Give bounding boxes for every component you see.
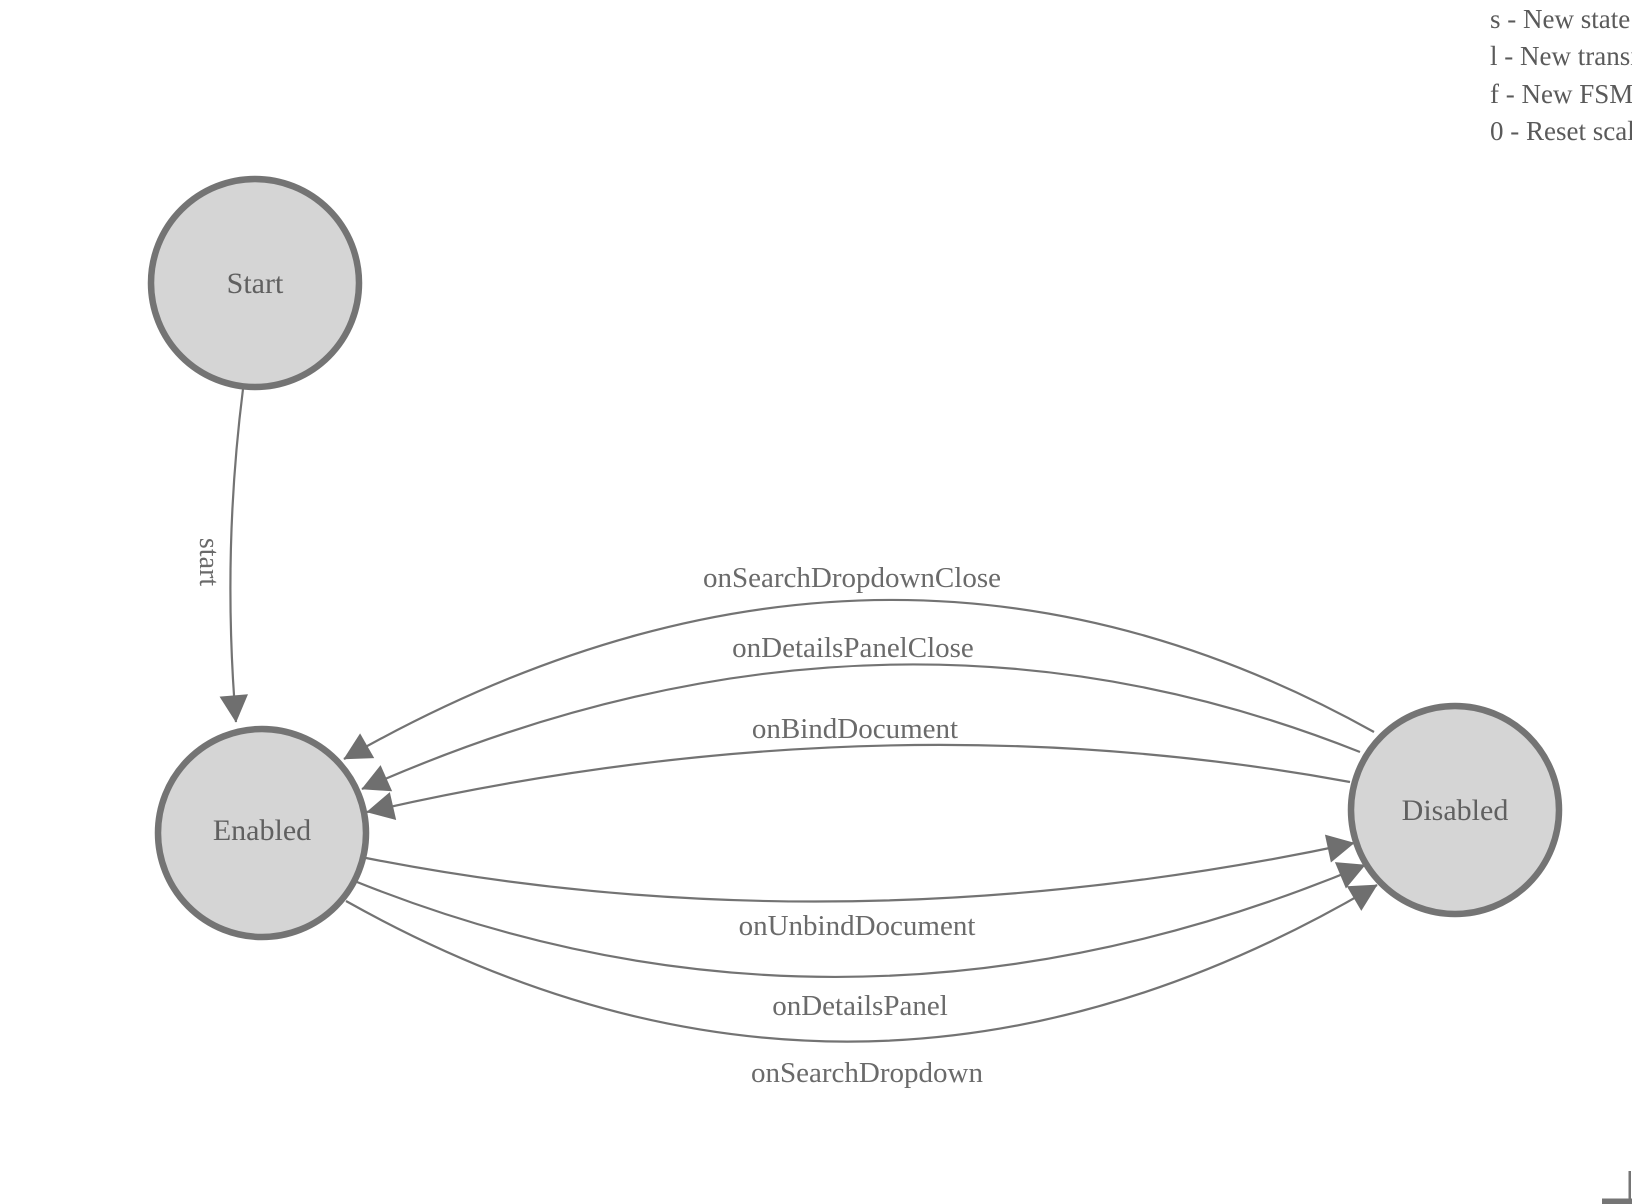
edge-onsearchdropdown[interactable] (345, 884, 1378, 1043)
edge-onbinddocument[interactable] (366, 743, 1351, 820)
legend-line-new-state: s - New state (1490, 4, 1630, 34)
edge-label-start: start (193, 538, 224, 586)
state-label-start: Start (227, 267, 284, 300)
legend: s - New state l - New transition f - New… (1490, 4, 1632, 146)
offscreen-element-corner (1602, 1171, 1632, 1204)
legend-line-new-transition: l - New transition (1490, 41, 1632, 71)
edge-ondetailspanelclose[interactable] (361, 663, 1361, 792)
edge-onunbinddocument[interactable] (365, 834, 1355, 903)
edge-label-onsearchdropdownclose: onSearchDropdownClose (703, 562, 1001, 594)
legend-line-new-fsm: f - New FSM (1490, 79, 1632, 109)
state-label-disabled: Disabled (1402, 794, 1509, 827)
edge-ondetailspanel[interactable] (356, 862, 1366, 979)
corner-vertical-line (1628, 1171, 1631, 1204)
edge-label-ondetailspanel: onDetailsPanel (772, 990, 948, 1022)
legend-line-reset-scale: 0 - Reset scale (1490, 116, 1632, 146)
edge-onsearchdropdownclose[interactable] (343, 598, 1375, 760)
edge-label-onbinddocument: onBindDocument (752, 713, 958, 745)
state-node-disabled[interactable] (1347, 702, 1563, 918)
edge-start-to-enabled[interactable] (219, 388, 248, 723)
edge-label-onsearchdropdown: onSearchDropdown (751, 1057, 983, 1089)
state-label-enabled: Enabled (213, 814, 311, 847)
corner-horizontal-line (1602, 1198, 1632, 1204)
edge-label-onunbinddocument: onUnbindDocument (739, 910, 976, 942)
edge-label-ondetailspanelclose: onDetailsPanelClose (732, 632, 974, 664)
state-node-start[interactable] (147, 175, 363, 391)
state-node-enabled[interactable] (154, 725, 370, 941)
